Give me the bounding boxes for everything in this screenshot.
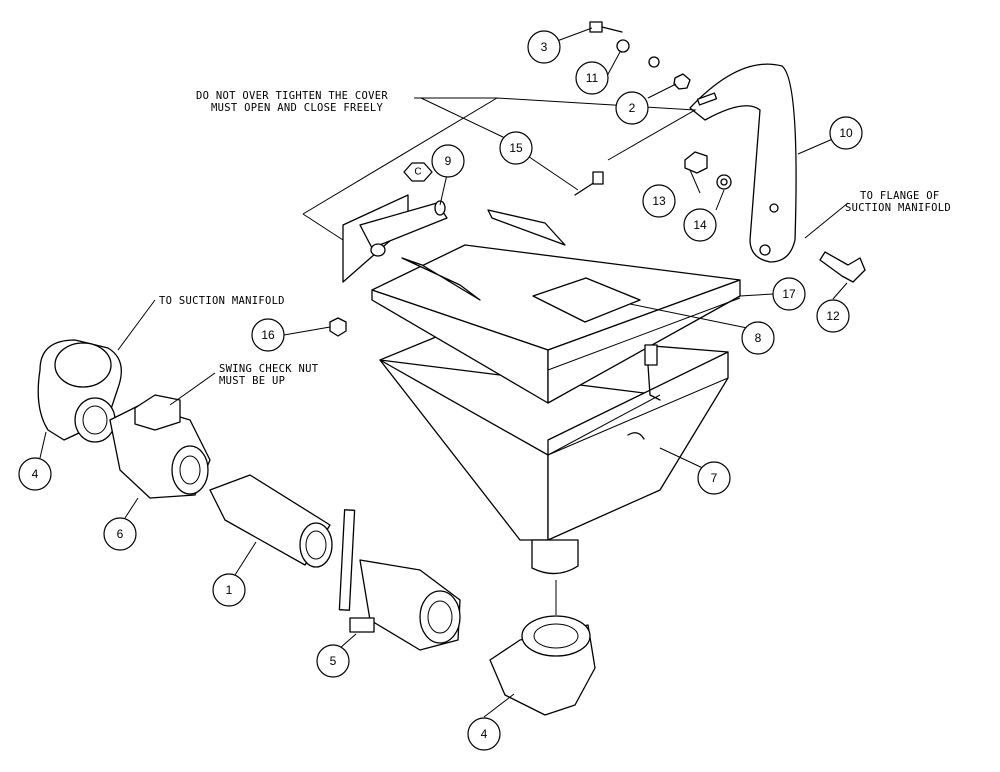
note-cover-line2: MUST OPEN AND CLOSE FREELY [211,102,384,114]
note-flange-line1: TO FLANGE OF [860,190,939,202]
balloon-number: 10 [839,126,853,140]
balloon-number: 15 [509,141,523,155]
balloon-10: 10 [829,116,863,150]
hex-marker-label: C [414,167,421,178]
balloon-number: 3 [541,40,548,54]
balloon-number: 4 [32,467,39,481]
note-suction-manifold: TO SUCTION MANIFOLD [159,295,285,307]
balloon-number: 13 [652,194,666,208]
balloon-6: 6 [103,517,137,551]
washer-14 [716,174,732,190]
balloon-2: 2 [615,91,649,125]
balloon-number: 16 [261,328,275,342]
ball-valve [338,509,461,651]
balloon-number: 2 [629,101,636,115]
balloon-5: 5 [316,644,350,678]
elbow-lower [489,615,596,716]
balloon-number: 1 [226,583,233,597]
screw-3 [589,21,623,33]
nut-13 [684,151,708,174]
balloon-11: 11 [575,61,609,95]
balloon-number: 14 [693,218,707,232]
balloon-9: 9 [431,144,465,178]
hinge-bracket [342,194,448,283]
note-flange-line2: SUCTION MANIFOLD [845,202,951,214]
bolt-12 [819,251,866,283]
balloon-number: 11 [586,71,599,85]
balloon-16: 16 [251,318,285,352]
balloon-number: 4 [481,727,488,741]
annotation-notes: DO NOT OVER TIGHTEN THE COVER MUST OPEN … [159,90,951,387]
balloon-14: 14 [683,208,717,242]
cover-bolt [574,171,604,196]
balloon-number: 5 [330,654,337,668]
balloon-4-lower: 4 [467,717,501,751]
balloon-number: 12 [826,309,840,323]
pipe-nipple [209,474,333,568]
latch-clip [644,344,658,366]
hex-marker: C [403,162,433,182]
balloon-7: 7 [697,461,731,495]
elbow-upper-left [37,339,122,443]
balloon-15: 15 [499,131,533,165]
mounting-bracket [689,63,797,263]
balloon-4-upper: 4 [18,457,52,491]
balloon-number: 17 [782,287,796,301]
leader-lines [39,27,849,718]
note-check-nut-line1: SWING CHECK NUT [219,363,319,375]
balloon-17: 17 [772,277,806,311]
label-plate [532,277,641,323]
hopper-lid [371,209,741,440]
nut-2 [673,73,691,90]
balloon-number: 9 [445,154,452,168]
balloon-12: 12 [816,299,850,333]
note-check-nut-line2: MUST BE UP [219,375,285,387]
balloon-number: 7 [711,471,718,485]
balloon-8: 8 [741,321,775,355]
balloon-number: 6 [117,527,124,541]
note-cover-line1: DO NOT OVER TIGHTEN THE COVER [196,90,388,102]
balloon-number: 8 [755,331,762,345]
balloon-1: 1 [212,573,246,607]
balloon-3: 3 [527,30,561,64]
swing-check-valve [109,394,211,499]
nut-16 [329,317,347,337]
balloon-13: 13 [642,184,676,218]
washer-11 [616,39,660,68]
